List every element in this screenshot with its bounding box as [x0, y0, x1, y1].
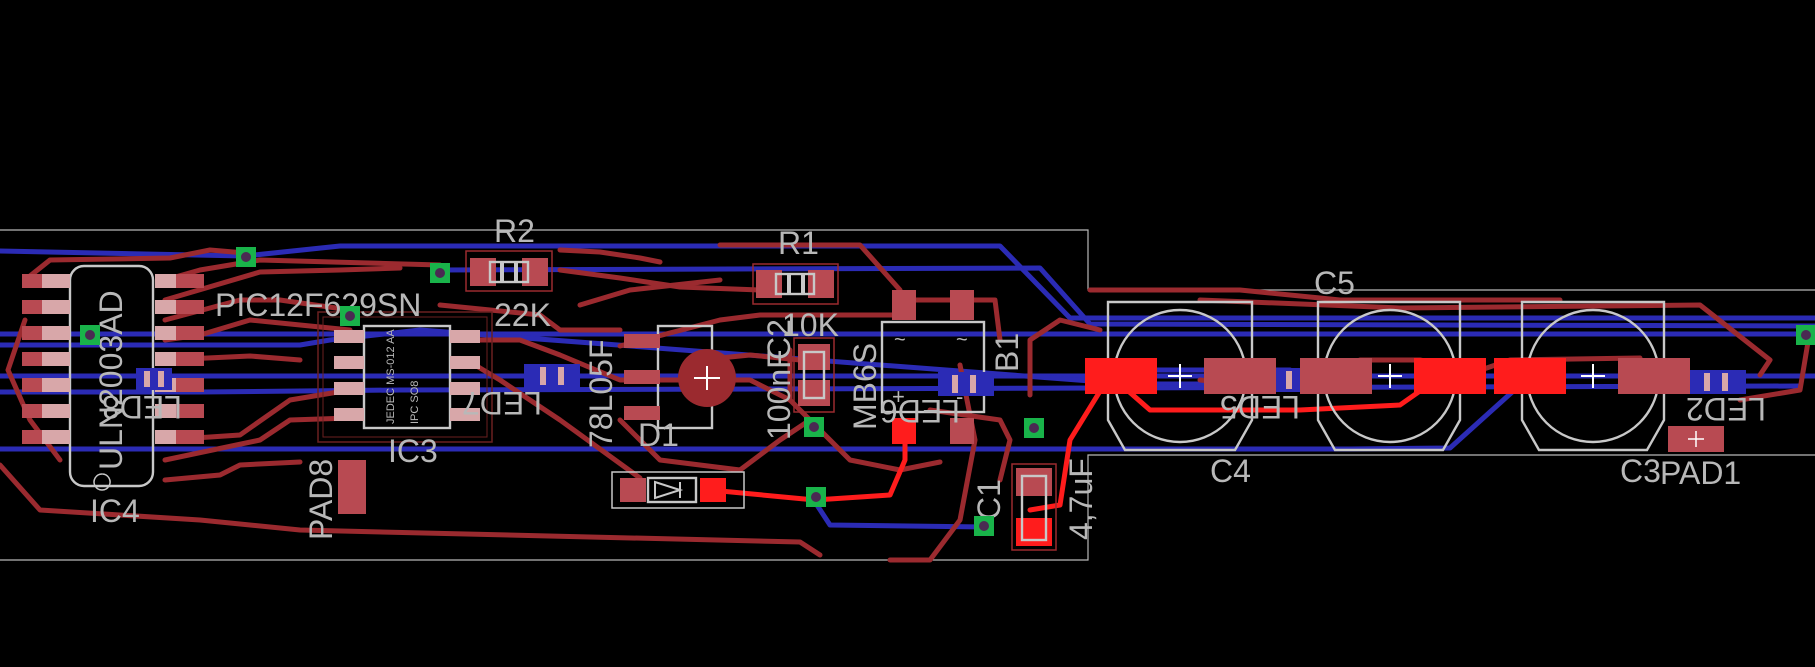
regulator-78l05f-component[interactable]: 78L05F: [583, 324, 736, 448]
c4-name-label: C4: [1210, 453, 1251, 489]
via: [340, 306, 360, 326]
c5-component[interactable]: C5: [1300, 265, 1486, 452]
led7-label: LED7: [462, 385, 542, 421]
c1-value-label: 4,7uF: [1063, 458, 1099, 540]
b1-tilde-1: ~: [894, 329, 906, 351]
r1-component[interactable]: R1 10K: [752, 225, 839, 343]
ic3-component[interactable]: JEDEC MS-012 AA IPC SO8 PIC12F629SN IC3: [215, 287, 493, 469]
ic3-package-label-1: JEDEC MS-012 AA: [385, 329, 397, 424]
b1-minus: -: [956, 384, 963, 409]
r1-value-label: 10K: [782, 307, 839, 343]
led6-label: LED6: [880, 393, 960, 429]
board-outline: [0, 229, 1815, 561]
d1-component[interactable]: D1: [611, 417, 745, 509]
led8-component[interactable]: LED8: [102, 368, 182, 425]
via: [430, 263, 450, 283]
ic3-pads: [334, 330, 480, 421]
b1-component[interactable]: ~ ~ + - MB6S B1: [847, 290, 1025, 444]
r2-value-label: 22K: [494, 297, 551, 333]
led2-component[interactable]: LED2: [1686, 370, 1766, 427]
c1-component[interactable]: C1 4,7uF: [971, 458, 1099, 551]
regulator-label: 78L05F: [583, 339, 619, 448]
led5-label: LED5: [1220, 389, 1300, 425]
via: [804, 417, 824, 437]
c1-name-label: C1: [971, 479, 1007, 520]
ic3-name-label: IC3: [388, 433, 438, 469]
ic4-component[interactable]: ULN2003AD IC4: [22, 264, 204, 529]
ic3-package-label-2: IPC SO8: [409, 381, 421, 424]
c2-name-label: C2: [761, 319, 797, 360]
b1-name-label: B1: [989, 333, 1025, 372]
c5-name-label: C5: [1314, 265, 1355, 301]
pad8-label: PAD8: [303, 459, 339, 540]
via: [806, 487, 826, 507]
vias: [80, 247, 1815, 536]
c2-component[interactable]: 100nF C2: [761, 319, 835, 440]
r2-name-label: R2: [494, 213, 535, 249]
led8-label: LED8: [102, 389, 182, 425]
ic4-name-label: IC4: [90, 493, 140, 529]
pic-part-label: PIC12F629SN: [215, 287, 421, 323]
c3-name-label: C3: [1620, 453, 1661, 489]
r1-name-label: R1: [778, 225, 819, 261]
pad1-label: PAD1: [1660, 455, 1741, 491]
via: [974, 516, 994, 536]
via: [80, 325, 100, 345]
ic4-value-label: ULN2003AD: [93, 290, 129, 470]
led6-component[interactable]: LED6: [880, 372, 994, 429]
c4-component[interactable]: C4: [1085, 300, 1276, 489]
led7-component[interactable]: LED7: [462, 364, 580, 421]
ic4-right-pads: [155, 274, 204, 444]
led2-label: LED2: [1686, 391, 1766, 427]
c3-component[interactable]: C3: [1494, 300, 1690, 489]
via: [1024, 418, 1044, 438]
pad1-component[interactable]: PAD1: [1660, 426, 1741, 491]
c2-value-label: 100nF: [761, 349, 797, 440]
b1-tilde-2: ~: [956, 329, 968, 351]
pad8-component[interactable]: PAD8: [303, 459, 366, 540]
b1-plus: +: [892, 384, 905, 409]
b1-value-label: MB6S: [847, 343, 883, 430]
ic4-left-pads: [22, 274, 70, 444]
via: [1796, 325, 1815, 345]
via: [236, 247, 256, 267]
d1-name-label: D1: [638, 417, 679, 453]
r2-component[interactable]: R2 22K: [465, 213, 553, 333]
